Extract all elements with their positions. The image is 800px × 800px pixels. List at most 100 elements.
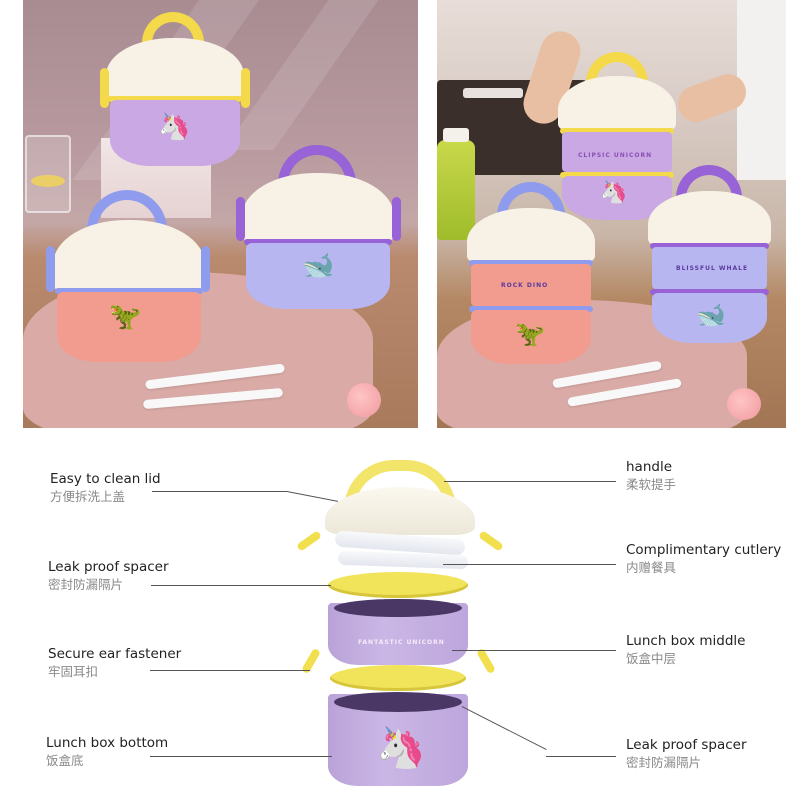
callout-cutlery: Complimentary cutlery 内赠餐具 [626, 541, 781, 577]
ear-fastener [241, 68, 250, 108]
rim [560, 128, 674, 134]
product-photo-single-tier: 🦄 🦖 🐋 [23, 0, 418, 428]
box-body [246, 243, 390, 309]
diagram-middle-tier: FANTASTIC UNICORN [328, 599, 468, 665]
lid [558, 76, 676, 132]
box-body [110, 100, 240, 166]
leader-line [286, 491, 339, 502]
handle-purple [278, 145, 356, 189]
callout-zh: 饭盒底 [46, 753, 84, 768]
toy-pig [347, 383, 381, 417]
leader-line [151, 585, 331, 586]
leader-line [444, 481, 616, 482]
water-glass [25, 135, 71, 213]
callout-zh: 内赠餐具 [626, 560, 677, 575]
juice-bottle [437, 128, 475, 240]
callout-zh: 饭盒中层 [626, 651, 677, 666]
rim [560, 172, 674, 178]
lid [648, 191, 771, 247]
callout-en: Complimentary cutlery [626, 542, 782, 558]
rim [244, 239, 392, 245]
callout-en: Leak proof spacer [626, 737, 747, 753]
handle-blue [497, 182, 565, 220]
lunch-box-unicorn-two-tier: CLIPSIC UNICORN 🦄 [552, 52, 682, 220]
rim [469, 306, 593, 312]
lunch-box-whale-two-tier: BLISSFUL WHALE 🐋 [642, 165, 777, 343]
diagram-ear-fastener [476, 647, 496, 675]
dinosaur-icon: 🦖 [515, 320, 545, 348]
handle-purple [676, 165, 742, 203]
box-tier-bottom: 🐋 [652, 293, 767, 343]
leader-line [152, 491, 287, 492]
unicorn-icon: 🦄 [158, 112, 191, 142]
lunch-box-whale: 🐋 [236, 145, 401, 310]
box-tier-middle: BLISSFUL WHALE [652, 247, 767, 289]
leader-line [452, 650, 616, 651]
unicorn-icon: 🦄 [600, 180, 628, 205]
bottle-cap [443, 128, 469, 142]
diagram-lid [325, 487, 475, 535]
diagram-spacer-bottom [330, 665, 466, 691]
callout-en: handle [626, 459, 673, 475]
box-label: BLISSFUL WHALE [676, 265, 749, 272]
ear-fastener [201, 246, 210, 292]
rim [469, 260, 593, 266]
handle-yellow [142, 12, 204, 52]
diagram-lid-clip [478, 530, 504, 552]
oven-handle [463, 88, 523, 98]
lunch-box-dinosaur-two-tier: ROCK DINO 🦖 [461, 182, 601, 364]
ear-fastener [100, 68, 109, 108]
lid [106, 38, 244, 100]
band-label: FANTASTIC UNICORN [358, 639, 445, 646]
leader-line [443, 564, 616, 565]
callout-zh: 方便拆洗上盖 [50, 489, 126, 504]
box-tier-middle: ROCK DINO [471, 264, 591, 306]
whale-icon: 🐋 [696, 301, 726, 329]
box-tier-bottom: 🦖 [471, 310, 591, 364]
callout-leak-spacer-right: Leak proof spacer 密封防漏隔片 [626, 736, 747, 772]
handle-blue [87, 190, 167, 236]
box-label: ROCK DINO [501, 282, 549, 289]
lid [467, 208, 595, 264]
ear-fastener [46, 246, 55, 292]
callout-en: Lunch box bottom [46, 735, 169, 751]
dinosaur-icon: 🦖 [109, 302, 142, 332]
bowl-opening [334, 692, 462, 712]
leader-line [150, 756, 332, 757]
callout-box-middle: Lunch box middle 饭盒中层 [626, 632, 745, 668]
bowl-opening [334, 599, 462, 617]
box-body [57, 292, 201, 362]
ear-fastener [392, 197, 401, 241]
rim [650, 289, 769, 295]
diagram-spacer-top [328, 572, 468, 598]
whale-icon: 🐋 [302, 251, 335, 281]
callout-en: Secure ear fastener [48, 646, 182, 662]
lunch-box-dinosaur: 🦖 [43, 190, 213, 362]
leader-line [461, 706, 547, 751]
toy-pig [727, 388, 761, 420]
diagram-bottom-tier: 🦄 [328, 692, 468, 786]
lemon-slice [31, 175, 65, 187]
handle-yellow [586, 52, 648, 88]
callout-zh: 密封防漏隔片 [48, 577, 124, 592]
callout-box-bottom: Lunch box bottom 饭盒底 [46, 734, 168, 770]
callout-en: Easy to clean lid [50, 471, 161, 487]
leader-line [546, 756, 616, 757]
callout-handle: handle 柔软提手 [626, 458, 676, 494]
callout-lid: Easy to clean lid 方便拆洗上盖 [50, 470, 161, 506]
rim [55, 288, 203, 294]
unicorn-icon: 🦄 [376, 725, 426, 771]
rim [650, 243, 769, 249]
callout-en: Leak proof spacer [48, 559, 169, 575]
lunch-box-unicorn: 🦄 [100, 12, 250, 167]
product-photo-two-tier: CLIPSIC UNICORN 🦄 ROCK DINO 🦖 BLISSFUL W… [437, 0, 786, 428]
callout-ear-fastener: Secure ear fastener 牢固耳扣 [48, 645, 181, 681]
rim [108, 96, 242, 102]
callout-zh: 牢固耳扣 [48, 664, 99, 679]
ear-fastener [236, 197, 245, 241]
callout-zh: 密封防漏隔片 [626, 755, 702, 770]
box-tier-middle: CLIPSIC UNICORN [562, 132, 672, 172]
lid [242, 173, 394, 245]
lid [53, 220, 205, 294]
callout-zh: 柔软提手 [626, 477, 677, 492]
